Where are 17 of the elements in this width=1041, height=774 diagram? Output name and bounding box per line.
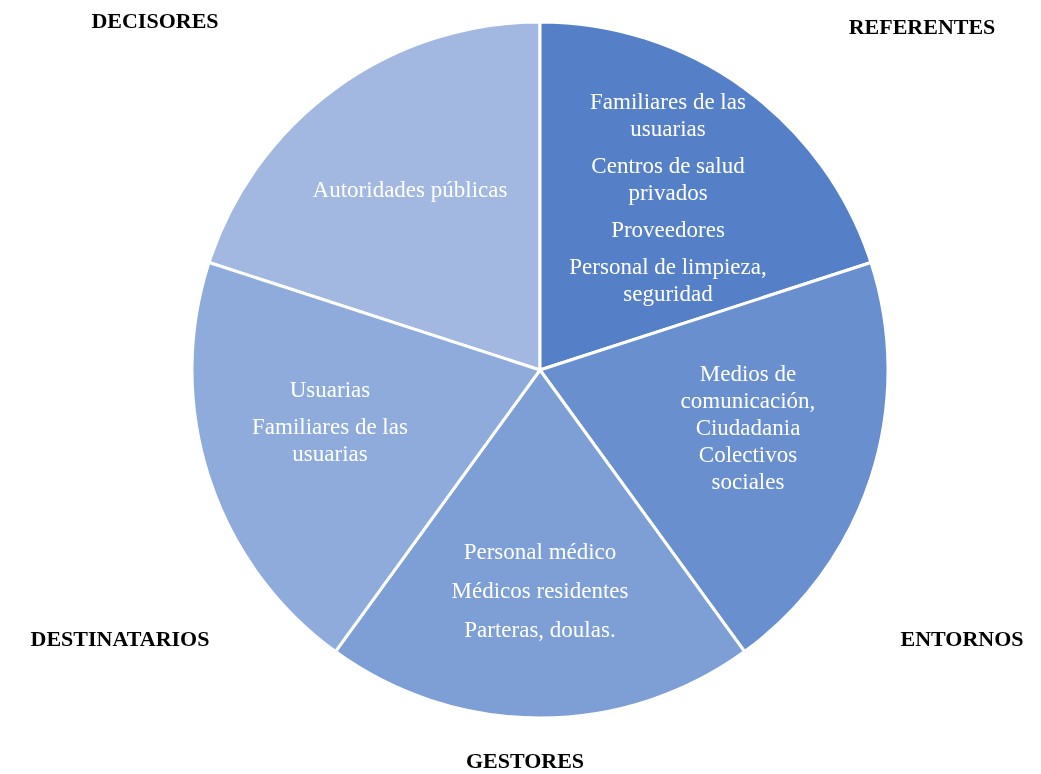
slice-heading: DECISORES [91,8,219,34]
slice-text: Usuarias [289,376,371,403]
slice-text: Proveedores [611,216,725,243]
slice-text: Familiares de las usuarias [251,413,409,467]
slice-text: Personal de limpieza, seguridad [568,253,768,307]
slice-heading: ENTORNOS [900,626,1024,652]
slice-text: Familiares de las usuarias [589,88,747,142]
slice-text: Centros de salud privados [590,152,746,206]
slice-heading: DESTINATARIOS [30,626,210,652]
slice-heading: REFERENTES [848,14,996,40]
slice-text: Médicos residentes [451,577,629,604]
slice-heading: GESTORES [465,748,585,774]
slice-text: Personal médico [463,538,617,565]
slice-text: Parteras, doulas. [464,616,616,643]
slice-text: Autoridades públicas [312,176,508,203]
slice-text: Colectivos sociales [697,441,799,495]
slice-text: Medios de comunicación, Ciudadania [679,360,817,441]
